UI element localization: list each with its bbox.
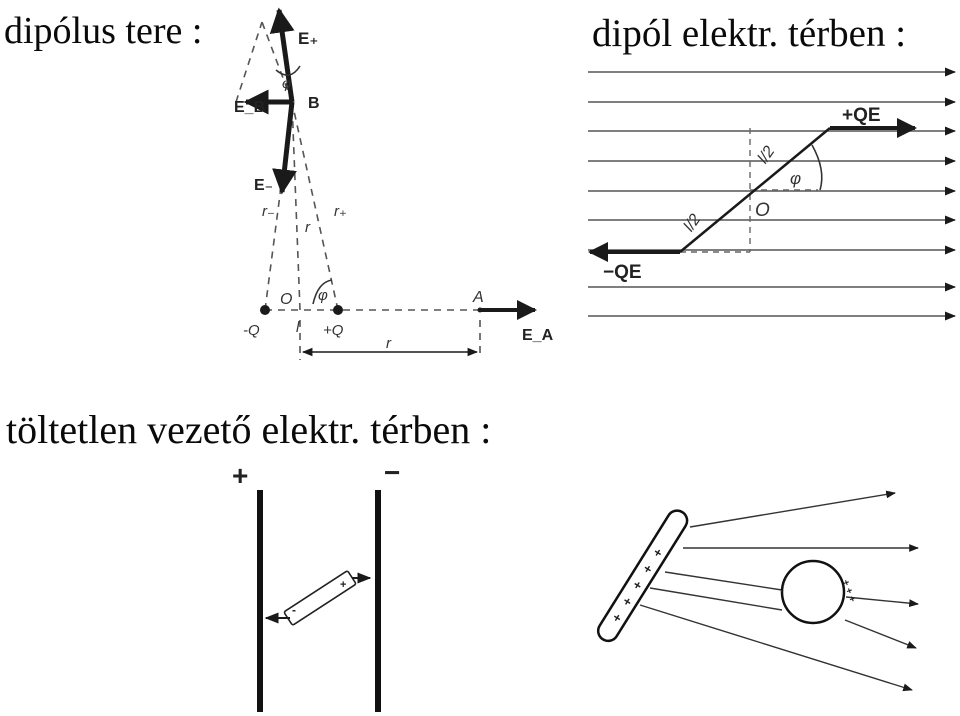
phi-arc-bottom: [312, 279, 333, 305]
label-minus-q: -Q: [243, 322, 260, 339]
neutral-sphere: [780, 559, 846, 625]
label-r-plus: r₊: [334, 203, 347, 220]
figure-plates: + − + -: [232, 457, 400, 712]
label-o-dipole: O: [755, 200, 770, 221]
label-b: B: [308, 95, 320, 112]
heading-dipole-in-field: dipól elektr. térben :: [592, 12, 907, 55]
e-minus-vector: [272, 101, 297, 195]
charged-rod: + + + + +: [596, 509, 689, 643]
dipole-helper-lines: [680, 128, 818, 253]
figure-rod-sphere: + + + + + - - - + + +: [596, 490, 919, 692]
label-e-a: E_A: [522, 327, 554, 344]
heading-dipole-field: dipólus tere :: [4, 10, 203, 52]
label-half-top: l/2: [755, 143, 779, 167]
label-r: r: [305, 219, 311, 236]
rod-field-lines: [639, 490, 919, 692]
label-o: O: [280, 291, 292, 308]
label-minus-qe: −QE: [603, 262, 642, 283]
label-r-minus: r₋: [262, 203, 275, 220]
heading-neutral-conductor: töltetlen vezető elektr. térben :: [6, 407, 492, 452]
label-a: A: [472, 289, 484, 306]
field-lines: [588, 67, 957, 321]
label-phi-top: φ: [282, 75, 291, 91]
rod-charges: + + + + +: [609, 542, 669, 625]
label-e-plus: E₊: [298, 29, 318, 48]
figure-dipole-field: E₊ E_B B E₋ r₋ r r₊ O φ φ -Q l +Q A E_A …: [234, 7, 554, 360]
label-plate-plus: +: [232, 460, 248, 491]
label-rod-plus: +: [340, 579, 346, 591]
label-plate-minus: −: [384, 457, 400, 488]
label-r-distance: r: [386, 335, 392, 352]
label-plus-qe: +QE: [842, 105, 881, 126]
label-half-bottom: l/2: [681, 211, 705, 235]
label-phi-bottom: φ: [318, 287, 328, 304]
label-phi: φ: [790, 169, 801, 188]
point-a: [477, 307, 483, 313]
label-e-b: E_B: [234, 99, 265, 116]
label-plus-q: +Q: [323, 322, 344, 339]
charge-minus-q: [260, 305, 270, 315]
label-l: l: [296, 319, 300, 336]
phi-arc-top: [275, 65, 301, 76]
dipole-rod: [679, 127, 831, 253]
label-rod-minus: -: [292, 603, 296, 617]
e-plus-vector: [269, 7, 295, 103]
phi-arc: [811, 144, 823, 191]
label-e-minus: E₋: [254, 177, 273, 194]
figure-dipole-in-field: +QE −QE l/2 l/2 O φ: [588, 67, 957, 321]
sphere-minus-marks: - - -: [776, 576, 792, 595]
charge-plus-q: [333, 305, 343, 315]
